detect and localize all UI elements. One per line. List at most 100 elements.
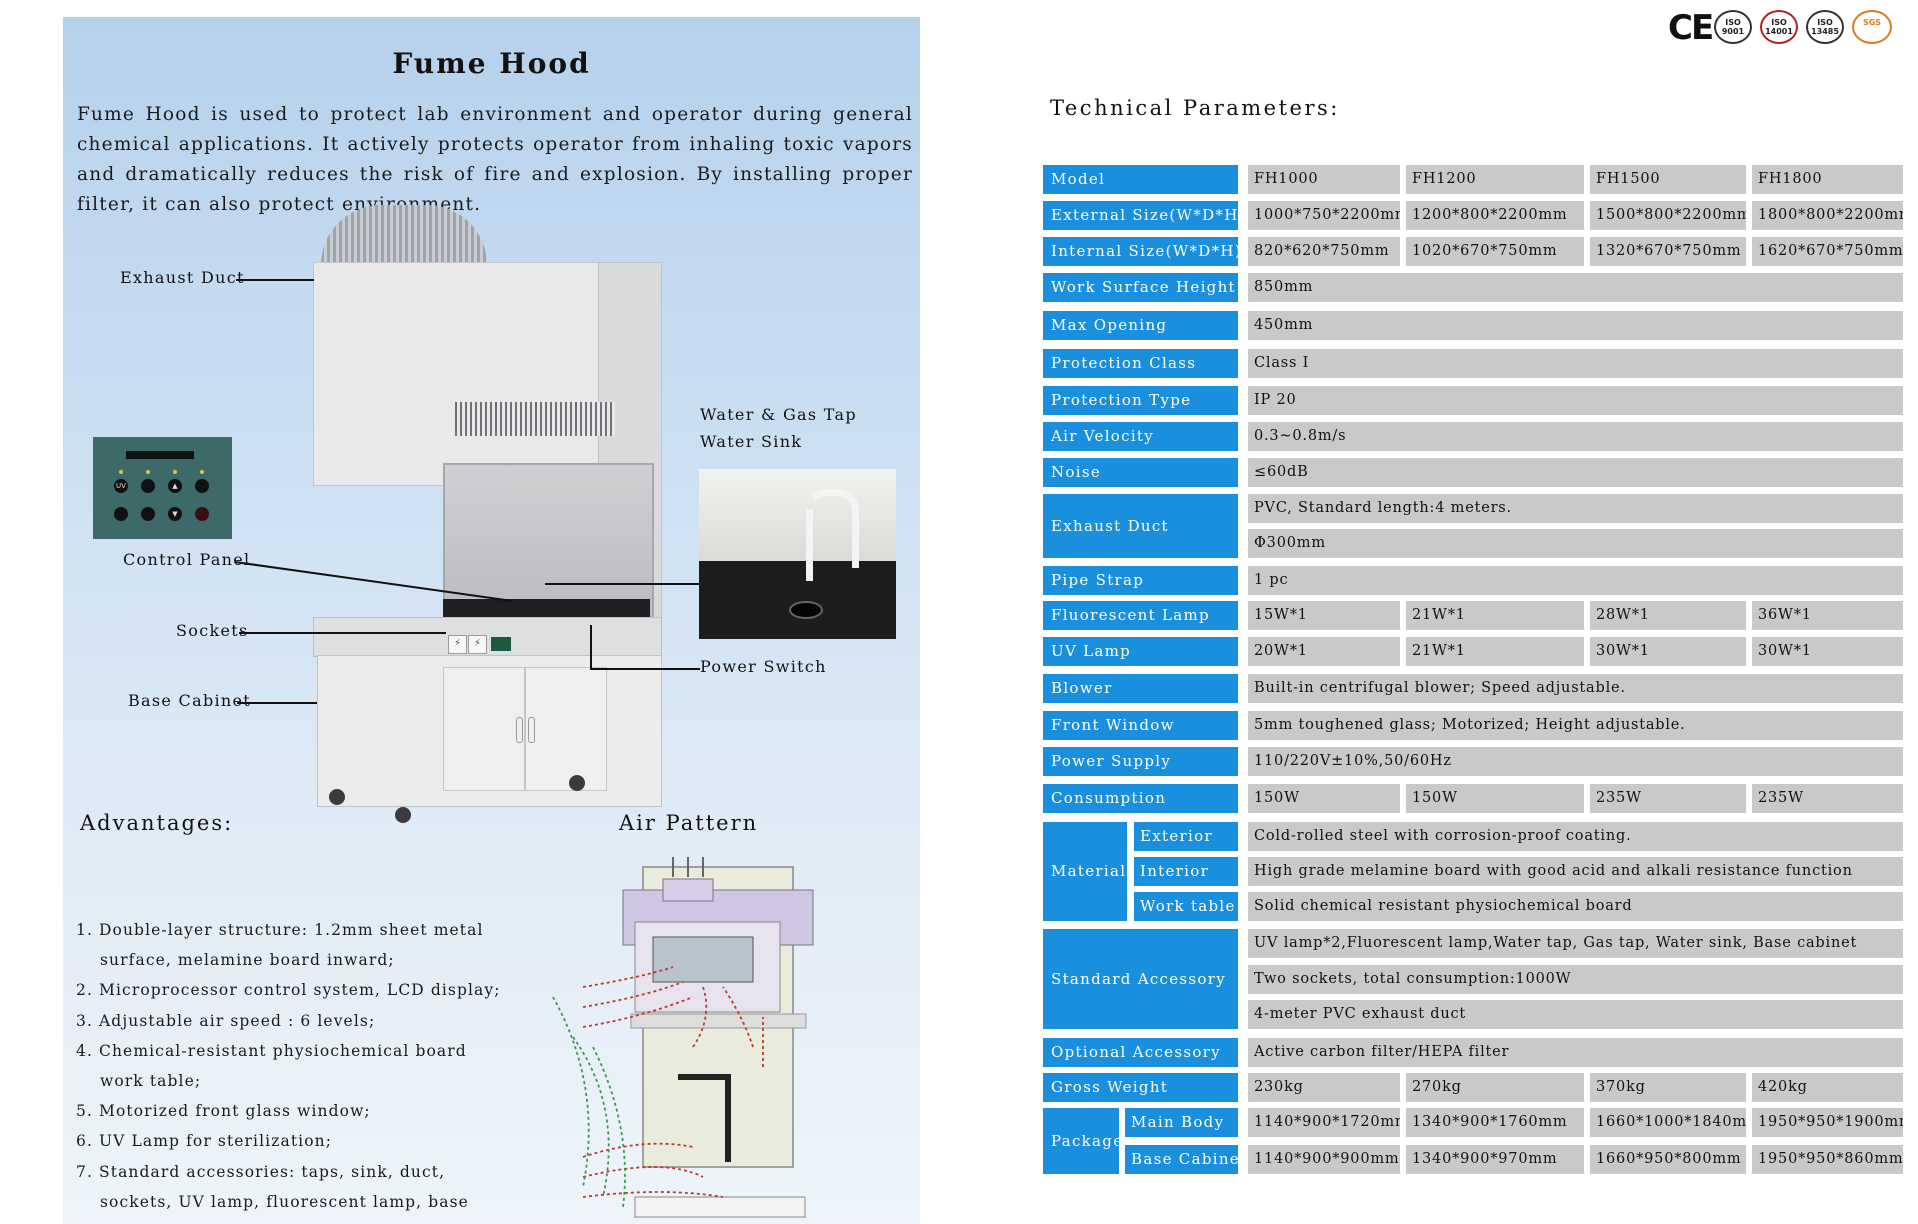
table-cell: 21W*1 (1406, 637, 1584, 666)
base-box (634, 1196, 806, 1218)
row-header: Exhaust Duct (1043, 494, 1238, 558)
row-header: Max Opening (1043, 311, 1238, 340)
advantage-item: 7. Standard accessories: taps, sink, duc… (76, 1162, 469, 1224)
indicator-dot (200, 470, 204, 474)
table-cell: ≤60dB (1248, 458, 1903, 487)
table-cell: 150W (1248, 784, 1400, 813)
up-button-icon: ▲ (168, 479, 182, 493)
row-header: Air Velocity (1043, 422, 1238, 451)
table-cell: UV lamp*2,Fluorescent lamp,Water tap, Ga… (1248, 929, 1903, 958)
label-sockets: Sockets (176, 621, 249, 640)
iso-14001-logo: ISO 14001 (1760, 10, 1798, 44)
table-cell: 36W*1 (1752, 601, 1903, 630)
row-header: Power Supply (1043, 747, 1238, 776)
table-cell: 235W (1590, 784, 1746, 813)
table-cell: Two sockets, total consumption:1000W (1248, 965, 1903, 994)
indicator-dot (119, 470, 123, 474)
table-cell: 420kg (1752, 1073, 1903, 1102)
table-cell: 20W*1 (1248, 637, 1400, 666)
table-cell: 1950*950*1900mm (1752, 1108, 1903, 1137)
table-cell: FH1000 (1248, 165, 1400, 194)
sash-frame (630, 1013, 807, 1029)
table-cell: 1140*900*1720mm (1248, 1108, 1400, 1137)
row-header: Noise (1043, 458, 1238, 487)
panel-display (126, 451, 194, 459)
label-water-sink: Water Sink (700, 432, 803, 451)
row-header: UV Lamp (1043, 637, 1238, 666)
table-cell: 1660*950*800mm (1590, 1145, 1746, 1174)
table-cell: 1800*800*2200mm (1752, 201, 1903, 230)
row-header: External Size(W*D*H) (1043, 201, 1244, 230)
photo-wall (699, 469, 896, 561)
table-cell: 30W*1 (1590, 637, 1746, 666)
table-cell: 1660*1000*1840mm (1590, 1108, 1746, 1137)
photo-bench (699, 561, 896, 639)
socket-icon: ⚡ (468, 635, 487, 654)
advantage-item: 1. Double-layer structure: 1.2mm sheet m… (76, 921, 484, 970)
air-pattern-heading: Air Pattern (619, 811, 759, 835)
advantage-item: 2. Microprocessor control system, LCD di… (76, 981, 501, 1000)
uv-button-icon: UV (114, 479, 128, 493)
socket-button-icon (141, 507, 155, 521)
row-header: Package (1043, 1108, 1122, 1174)
leader-line (545, 583, 699, 585)
sink-drain (789, 601, 823, 619)
table-cell: 270kg (1406, 1073, 1584, 1102)
red-airflow (582, 966, 764, 1198)
table-cell: 21W*1 (1406, 601, 1584, 630)
power-button-icon (195, 507, 209, 521)
control-panel-image: UV ▲ ▼ (93, 437, 232, 539)
table-cell: 1 pc (1248, 566, 1903, 595)
iso-9001-logo: ISO 9001 (1714, 10, 1752, 44)
table-cell: 15W*1 (1248, 601, 1400, 630)
table-cell: Solid chemical resistant physiochemical … (1248, 892, 1903, 921)
table-cell: 820*620*750mm (1248, 237, 1400, 266)
row-header: Model (1043, 165, 1238, 194)
water-sink-photo (699, 469, 896, 639)
indicator-dot (173, 470, 177, 474)
table-cell: High grade melamine board with good acid… (1248, 857, 1903, 886)
table-cell: 1500*800*2200mm (1590, 201, 1746, 230)
caster-wheel (329, 789, 345, 805)
caster-wheel (569, 775, 585, 791)
caster-wheel (395, 807, 411, 823)
fan-button-icon (141, 479, 155, 493)
advantages-heading: Advantages: (80, 811, 234, 835)
row-subheader: Interior (1134, 857, 1238, 886)
table-cell: Active carbon filter/HEPA filter (1248, 1038, 1903, 1067)
table-cell: 1620*670*750mm (1752, 237, 1903, 266)
exhaust-outlet (662, 878, 714, 902)
table-cell: 1340*900*970mm (1406, 1145, 1584, 1174)
light-button-icon (114, 507, 128, 521)
row-header: Front Window (1043, 711, 1238, 740)
label-control-panel: Control Panel (123, 550, 251, 569)
table-cell: FH1200 (1406, 165, 1584, 194)
ce-mark: CE (1668, 8, 1714, 48)
table-cell: Class I (1248, 349, 1903, 378)
lcd-display (491, 637, 511, 651)
cabinet-door (525, 667, 607, 791)
label-exhaust-duct: Exhaust Duct (120, 268, 245, 287)
row-header: Blower (1043, 674, 1238, 703)
table-cell: Cold-rolled steel with corrosion-proof c… (1248, 822, 1903, 851)
door-handle (516, 717, 523, 743)
leader-line (590, 625, 592, 668)
table-cell: FH1800 (1752, 165, 1903, 194)
indicator-dot (146, 470, 150, 474)
table-cell: 110/220V±10%,50/60Hz (1248, 747, 1903, 776)
cabinet-door (443, 667, 525, 791)
row-header: Internal Size(W*D*H) (1043, 237, 1241, 266)
advantage-item: 5. Motorized front glass window; (76, 1102, 371, 1121)
row-header: Pipe Strap (1043, 566, 1238, 595)
label-base-cabinet: Base Cabinet (128, 691, 252, 710)
row-subheader: Main Body (1125, 1108, 1238, 1137)
advantage-item: 4. Chemical-resistant physiochemical boa… (76, 1041, 467, 1091)
table-cell: 850mm (1248, 273, 1903, 302)
row-header: Work Surface Height (1043, 273, 1238, 302)
table-cell: 1140*900*900mm (1248, 1145, 1400, 1174)
row-header: Gross Weight (1043, 1073, 1238, 1102)
row-header: Fluorescent Lamp (1043, 601, 1238, 630)
table-cell: 150W (1406, 784, 1584, 813)
table-cell: Built-in centrifugal blower; Speed adjus… (1248, 674, 1903, 703)
table-cell: 5mm toughened glass; Motorized; Height a… (1248, 711, 1903, 740)
